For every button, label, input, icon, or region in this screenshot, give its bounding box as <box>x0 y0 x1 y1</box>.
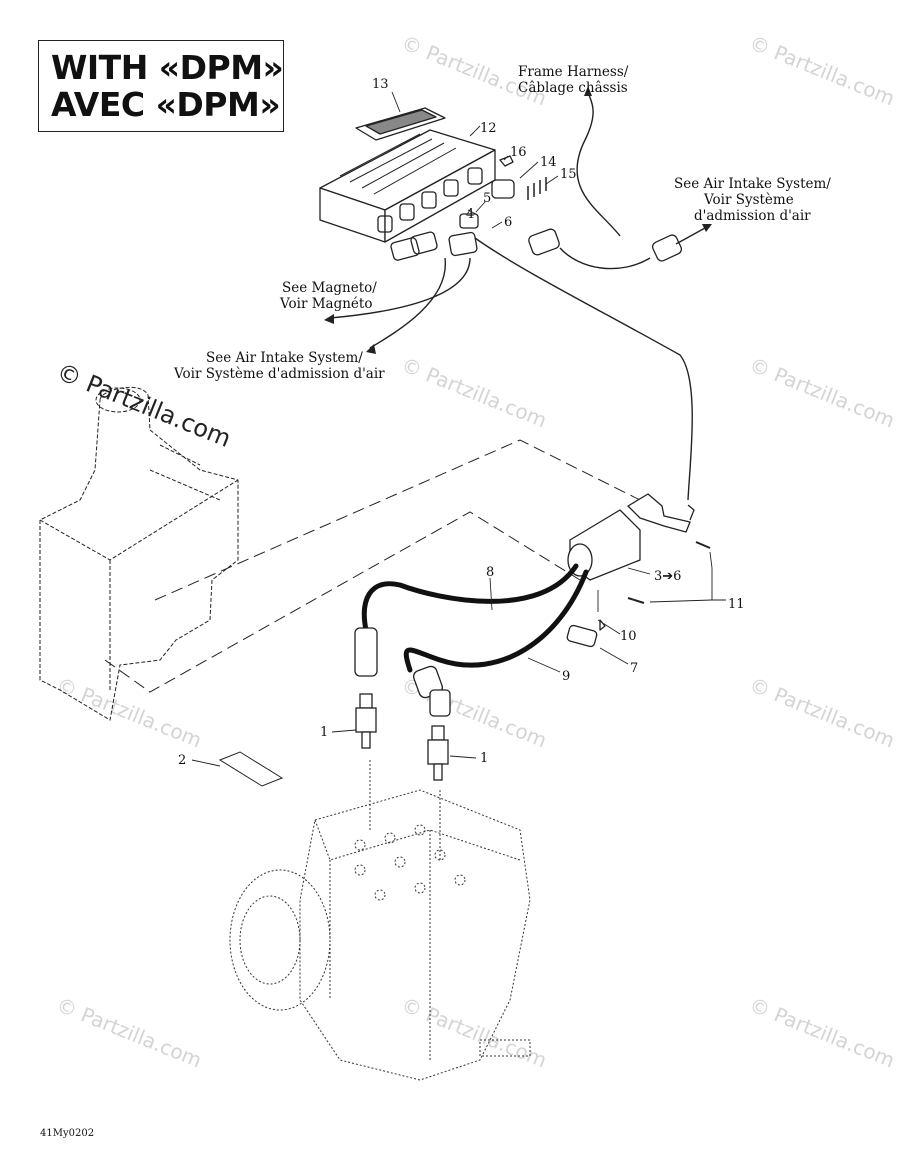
spark-plug-wires <box>361 563 589 673</box>
callout-16: 16 <box>510 145 527 160</box>
arrowheads <box>324 86 712 354</box>
callout-labels: 13 12 16 14 15 5 4 6 8 3➔6 11 10 7 9 1 1… <box>178 77 745 768</box>
callout-9: 9 <box>562 669 570 684</box>
reservoir-tank <box>39 386 239 721</box>
callout-8: 8 <box>486 565 494 580</box>
callout-3-6: 3➔6 <box>654 569 681 584</box>
callout-7: 7 <box>630 661 638 676</box>
assembly-dashed-lines <box>104 439 661 693</box>
callout-11: 11 <box>728 597 745 612</box>
callout-6: 6 <box>504 215 512 230</box>
spark-plug-caps <box>354 627 451 717</box>
note-frame-harness-fr: Câblage châssis <box>518 80 628 96</box>
callout-1-left: 1 <box>320 725 328 740</box>
watermark: © Partzilla.com <box>746 672 898 752</box>
engine-outline <box>229 760 531 1081</box>
note-air-intake-left-fr: Voir Système d'admission d'air <box>173 366 385 382</box>
note-magneto: See Magneto/ <box>282 280 377 296</box>
note-air-intake-left: See Air Intake System/ <box>206 350 363 366</box>
leader-lines <box>191 91 726 767</box>
callout-14: 14 <box>540 155 557 170</box>
warning-decal <box>218 751 284 787</box>
note-air-intake-right-fr1: Voir Système <box>703 192 794 208</box>
watermark: © Partzilla.com <box>746 352 898 432</box>
wiring-harness <box>329 91 706 501</box>
title-box: WITH «DPM» AVEC «DPM» <box>38 40 284 132</box>
callout-10: 10 <box>620 629 637 644</box>
reference-notes: Frame Harness/ Câblage châssis See Air I… <box>173 64 831 382</box>
callout-4: 4 <box>466 207 474 222</box>
spark-plugs <box>355 693 449 781</box>
callout-13: 13 <box>372 77 389 92</box>
watermark: © Partzilla.com <box>53 672 205 752</box>
callout-15: 15 <box>560 167 577 182</box>
title-english: WITH «DPM» <box>51 48 284 87</box>
callout-12: 12 <box>480 121 497 136</box>
title-french: AVEC «DPM» <box>51 85 281 124</box>
callout-2: 2 <box>178 753 186 768</box>
callout-5: 5 <box>483 191 491 206</box>
note-air-intake-right-fr2: d'admission d'air <box>694 208 811 224</box>
note-frame-harness: Frame Harness/ <box>518 64 629 80</box>
watermark: © Partzilla.com <box>746 992 898 1072</box>
watermark: © Partzilla.com <box>53 992 205 1072</box>
callout-1-right: 1 <box>480 751 488 766</box>
dpm-module <box>319 107 683 262</box>
watermark: © Partzilla.com <box>746 30 898 110</box>
watermark: © Partzilla.com <box>398 992 550 1072</box>
note-air-intake-right: See Air Intake System/ <box>674 176 831 192</box>
note-magneto-fr: Voir Magnéto <box>279 296 372 312</box>
diagram-code: 41My0202 <box>40 1128 94 1139</box>
watermark: © Partzilla.com <box>398 352 550 432</box>
